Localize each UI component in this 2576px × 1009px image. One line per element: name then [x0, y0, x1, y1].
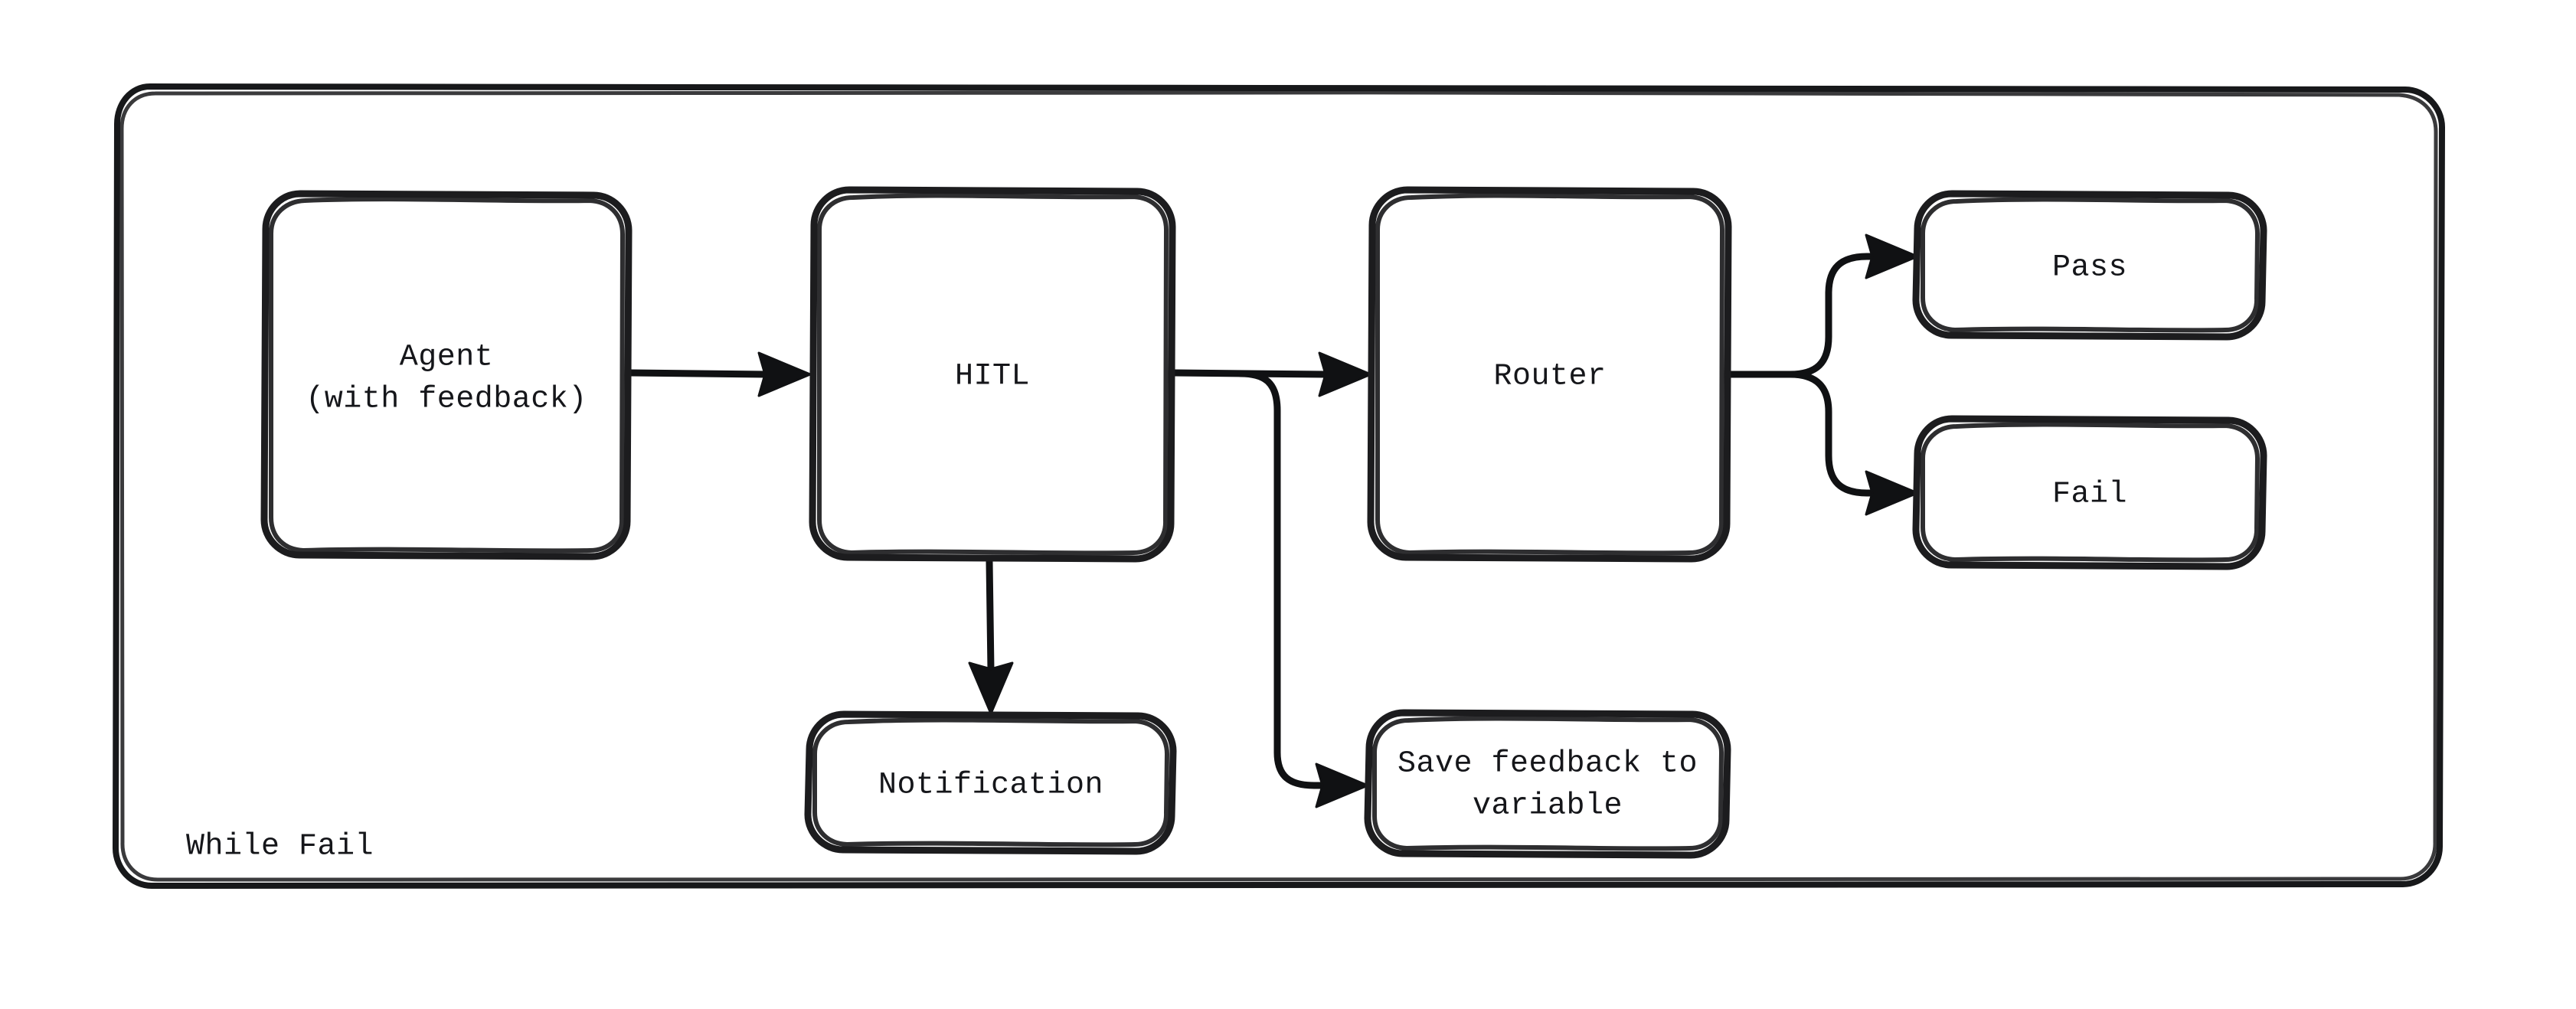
edge-hitl-to-notification [968, 558, 1014, 715]
node-notification[interactable]: Notification [804, 710, 1177, 855]
edge-agent-to-hitl [627, 351, 812, 397]
edge-hitl-to-save-feedback [1237, 370, 1369, 808]
node-agent-with-feedback[interactable]: Agent (with feedback) [260, 190, 633, 560]
edge-router-to-pass [1726, 233, 1919, 378]
group-label-while-fail: While Fail [186, 830, 374, 864]
node-label-save-line1: Save feedback to [1398, 747, 1698, 782]
node-save-feedback-to-variable[interactable]: Save feedback to variable [1364, 709, 1731, 859]
node-label-agent-line1: Agent [400, 341, 494, 375]
node-pass[interactable]: Pass [1912, 190, 2267, 341]
node-router[interactable]: Router [1367, 186, 1732, 563]
node-label-fail: Fail [2052, 478, 2127, 512]
node-fail[interactable]: Fail [1912, 415, 2267, 570]
node-label-agent-line2: (with feedback) [306, 383, 587, 417]
node-hitl[interactable]: HITL [809, 186, 1176, 563]
while-fail-loop-container[interactable] [113, 83, 2445, 889]
node-label-save-line2: variable [1473, 789, 1623, 824]
node-label-notification: Notification [878, 769, 1103, 803]
edge-router-to-fail [1726, 371, 1919, 516]
node-label-hitl: HITL [955, 360, 1030, 394]
node-label-pass: Pass [2052, 251, 2127, 286]
node-label-router: Router [1493, 360, 1606, 394]
